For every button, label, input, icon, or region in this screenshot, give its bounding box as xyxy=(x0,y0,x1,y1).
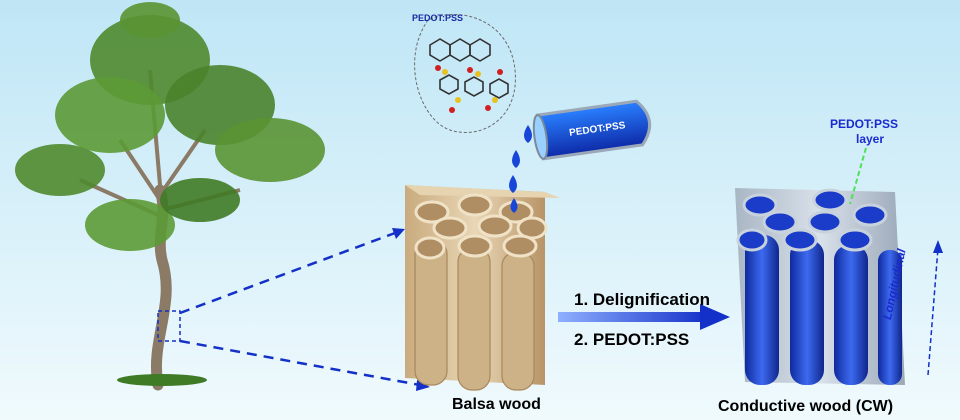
layer-label-line2: layer xyxy=(856,132,885,146)
layer-label-line1: PEDOT:PSS xyxy=(830,117,899,131)
balsa-wood-label: Balsa wood xyxy=(452,396,541,413)
pedot-drops xyxy=(509,125,532,213)
balsa-wood-block xyxy=(405,185,560,391)
pedot-test-tube xyxy=(532,99,652,161)
process-arrow xyxy=(558,304,730,330)
structure-label: PEDOT:PSS xyxy=(412,13,464,23)
pointer-arrowhead-top xyxy=(392,228,405,239)
step1-label: 1. Delignification xyxy=(574,290,711,309)
conductive-wood-label: Conductive wood (CW) xyxy=(718,398,894,415)
zoom-pointer-lines xyxy=(179,231,421,387)
longitudinal-arrow xyxy=(927,240,943,376)
tree xyxy=(15,2,325,391)
molecule-callout xyxy=(414,13,516,133)
layer-pointer-line xyxy=(849,147,867,205)
conductive-wood-block xyxy=(735,188,905,385)
step2-label: 2. PEDOT:PSS xyxy=(574,330,690,349)
sample-region-box xyxy=(157,310,181,342)
pointer-arrowhead-bottom xyxy=(416,380,430,391)
